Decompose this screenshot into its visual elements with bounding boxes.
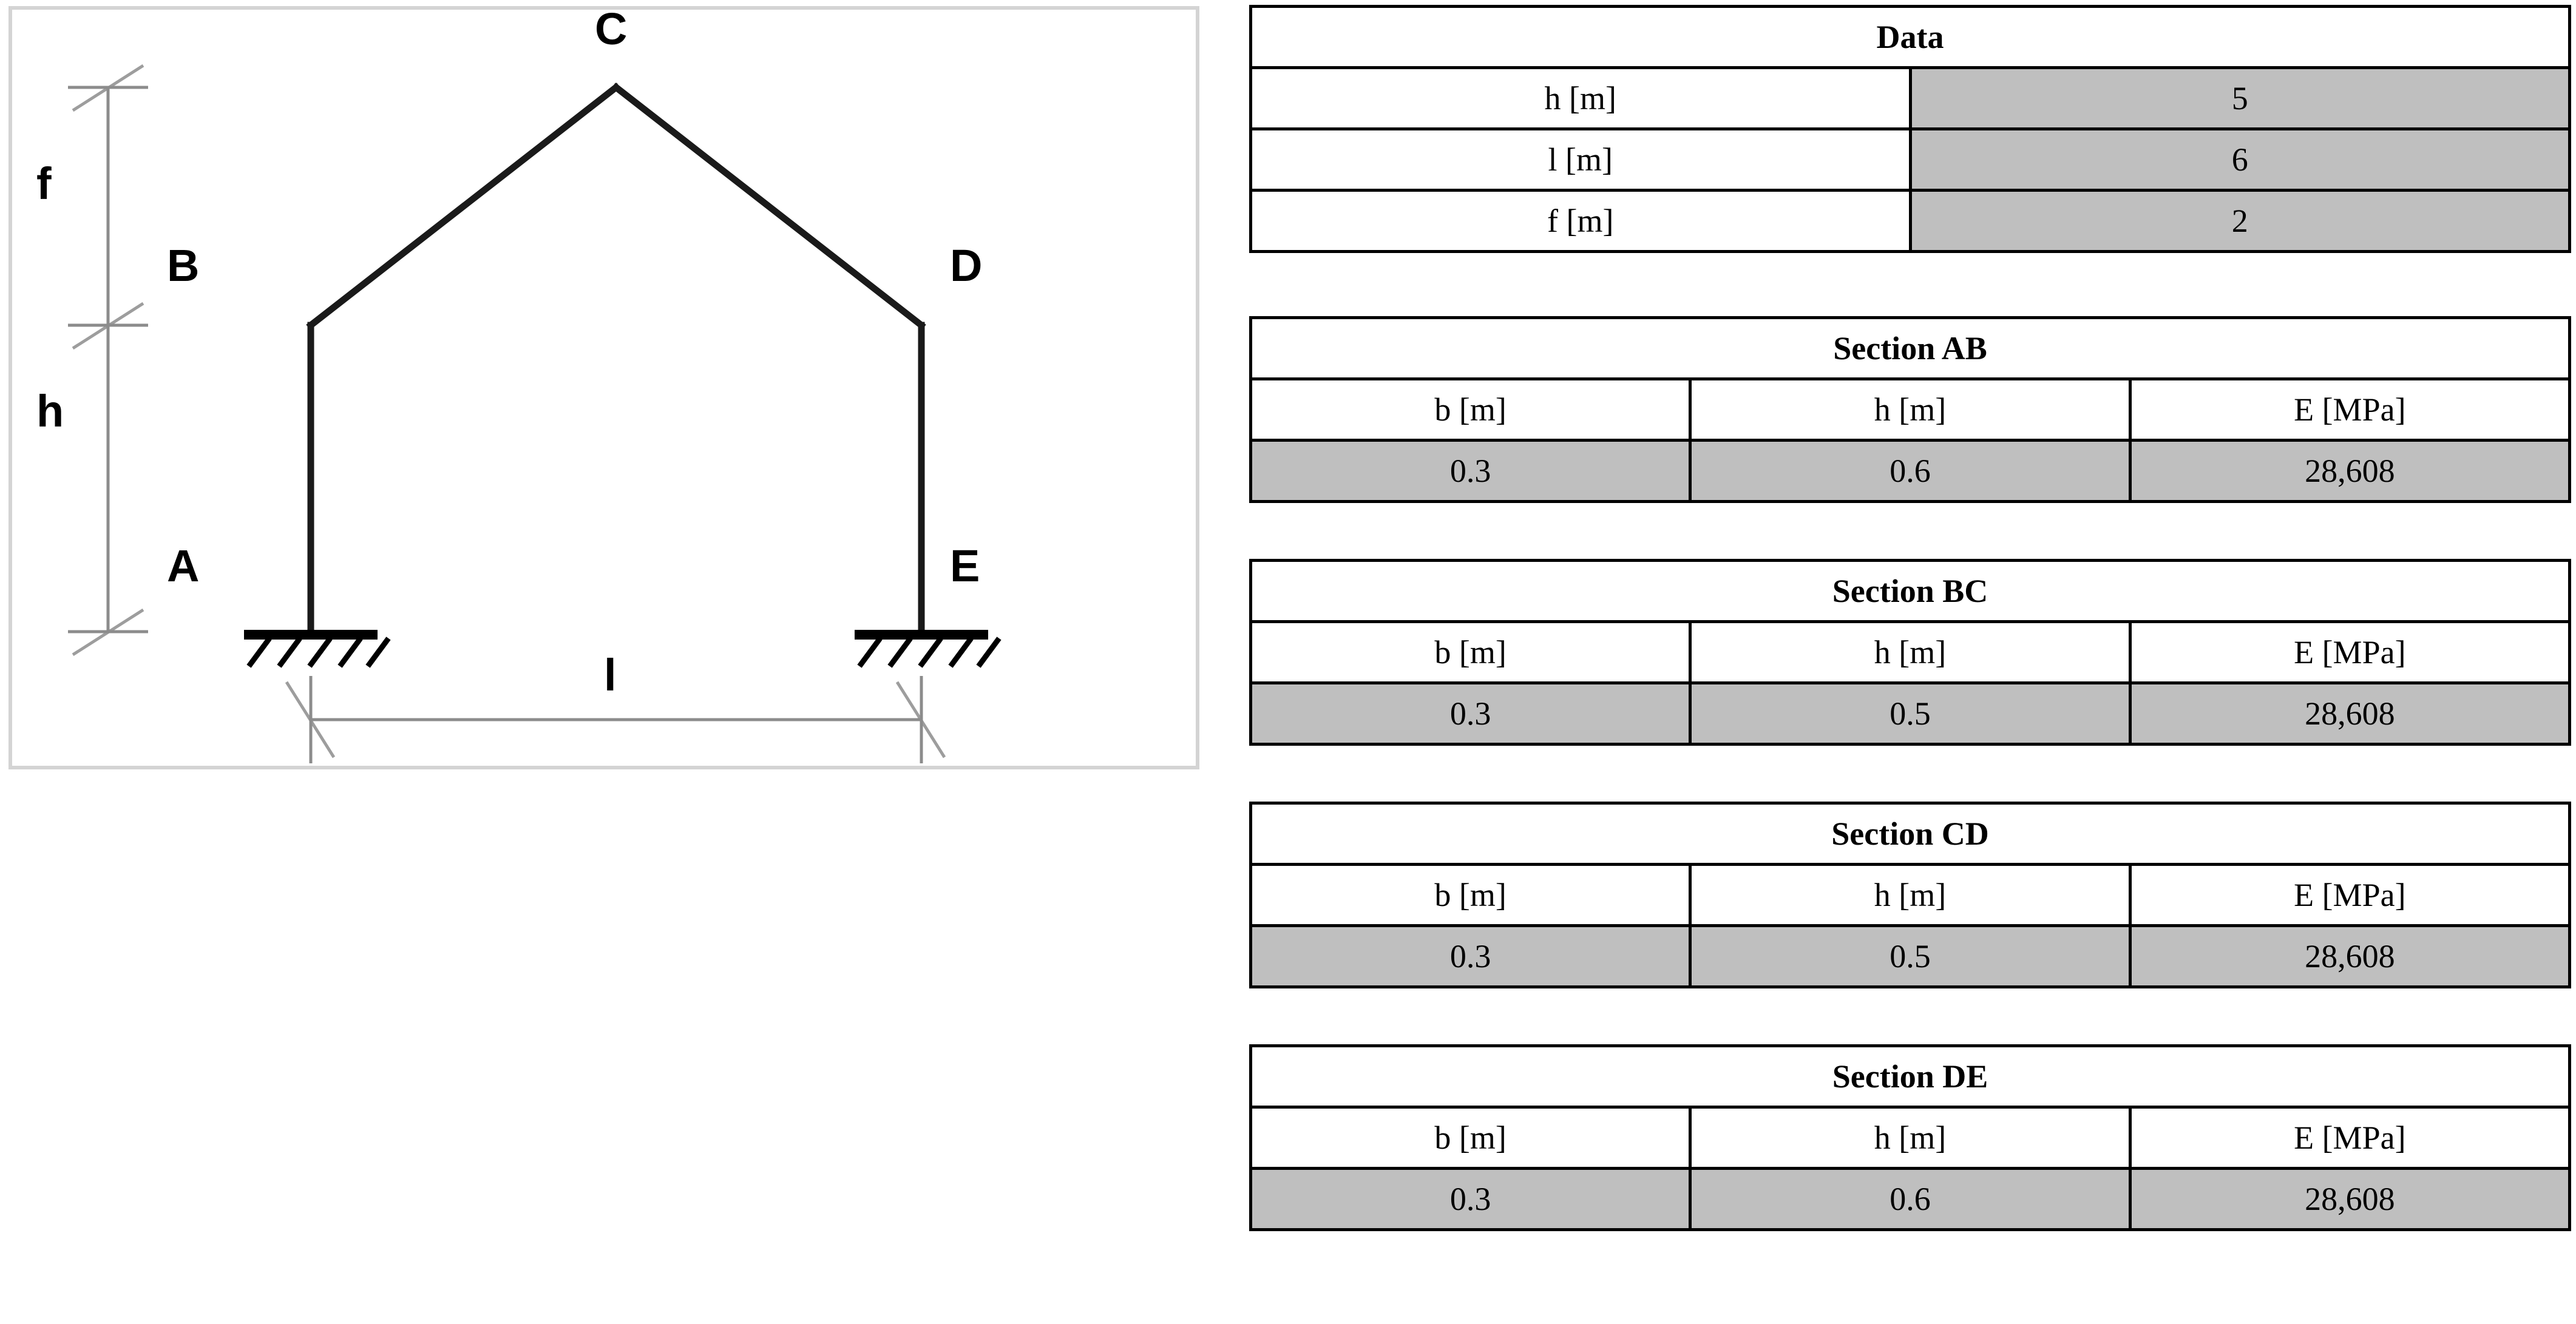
section-cd-header-b: b [m] [1249,863,1692,927]
dimension-label-h: h [36,386,64,436]
section-ab-header-e: E [MPa] [2128,377,2572,442]
section-de-value-e: 28,608 [2128,1167,2572,1231]
section-de-table: Section DE b [m] h [m] E [MPa] 0.3 0.6 2… [1249,1044,2572,1231]
fixed-support-A [244,630,391,668]
node-label-D: D [950,240,983,291]
section-bc-value-e: 28,608 [2128,681,2572,746]
data-row-label-h: h [m] [1249,66,1912,130]
section-de-value-h: 0.6 [1689,1167,2132,1231]
section-ab-header-h: h [m] [1689,377,2132,442]
table-row: 0.3 0.5 28,608 [1249,924,2572,988]
section-bc-value-h: 0.5 [1689,681,2132,746]
node-label-C: C [595,4,628,54]
section-bc-title: Section BC [1249,559,2571,623]
dimension-f [68,64,148,350]
member-CD [611,83,926,330]
section-de-value-b: 0.3 [1249,1167,1692,1231]
section-cd-table: Section CD b [m] h [m] E [MPa] 0.3 0.5 2… [1249,802,2572,988]
table-spacer [1249,988,2571,1044]
dimension-label-f: f [36,158,52,209]
table-row: 0.3 0.6 28,608 [1249,439,2572,503]
section-ab-title: Section AB [1249,316,2571,380]
section-bc-header-h: h [m] [1689,620,2132,684]
table-spacer [1249,503,2571,559]
frame-drawing [68,64,1002,763]
data-row-value-h: 5 [1908,66,2571,130]
table-row: l [m] 6 [1249,127,2571,192]
data-row-value-l: 6 [1908,127,2571,192]
data-row-label-f: f [m] [1249,189,1912,253]
table-row: f [m] 2 [1249,189,2571,253]
section-cd-value-b: 0.3 [1249,924,1692,988]
section-cd-header-e: E [MPa] [2128,863,2572,927]
table-title-row: Section BC [1249,559,2571,623]
tables-column: Data h [m] 5 l [m] 6 f [m] 2 Section AB … [1249,5,2572,1231]
section-ab-table: Section AB b [m] h [m] E [MPa] 0.3 0.6 2… [1249,316,2572,503]
section-de-title: Section DE [1249,1044,2571,1109]
data-row-value-f: 2 [1908,189,2571,253]
dimension-label-l: l [604,650,617,700]
node-label-A: A [167,541,200,591]
member-BC [306,83,621,330]
table-row: h [m] 5 [1249,66,2571,130]
dimension-l [285,676,946,763]
section-ab-value-b: 0.3 [1249,439,1692,503]
table-spacer [1249,746,2571,802]
section-bc-header-e: E [MPa] [2128,620,2572,684]
node-label-B: B [167,240,200,291]
table-header-row: b [m] h [m] E [MPa] [1249,1106,2572,1170]
table-title-row: Section CD [1249,802,2571,866]
section-de-header-b: b [m] [1249,1106,1692,1170]
table-spacer [1249,253,2571,316]
table-title-row: Data [1249,5,2571,69]
section-cd-title: Section CD [1249,802,2571,866]
dimension-h [68,325,148,657]
section-cd-value-h: 0.5 [1689,924,2132,988]
table-header-row: b [m] h [m] E [MPa] [1249,620,2572,684]
section-ab-header-b: b [m] [1249,377,1692,442]
section-bc-header-b: b [m] [1249,620,1692,684]
table-row: 0.3 0.5 28,608 [1249,681,2572,746]
table-header-row: b [m] h [m] E [MPa] [1249,377,2572,442]
section-cd-header-h: h [m] [1689,863,2132,927]
section-bc-value-b: 0.3 [1249,681,1692,746]
section-cd-value-e: 28,608 [2128,924,2572,988]
data-table: Data h [m] 5 l [m] 6 f [m] 2 [1249,5,2571,253]
fixed-support-E [855,630,1002,668]
section-ab-value-h: 0.6 [1689,439,2132,503]
section-de-header-e: E [MPa] [2128,1106,2572,1170]
data-row-label-l: l [m] [1249,127,1912,192]
table-title-row: Section AB [1249,316,2571,380]
node-label-E: E [950,541,980,591]
structural-frame-diagram: A B C D E f h l [8,6,1199,769]
table-title-row: Section DE [1249,1044,2571,1109]
section-ab-value-e: 28,608 [2128,439,2572,503]
table-header-row: b [m] h [m] E [MPa] [1249,863,2572,927]
frame-members [306,83,926,635]
table-row: 0.3 0.6 28,608 [1249,1167,2572,1231]
section-de-header-h: h [m] [1689,1106,2132,1170]
data-table-title: Data [1249,5,2571,69]
section-bc-table: Section BC b [m] h [m] E [MPa] 0.3 0.5 2… [1249,559,2572,746]
